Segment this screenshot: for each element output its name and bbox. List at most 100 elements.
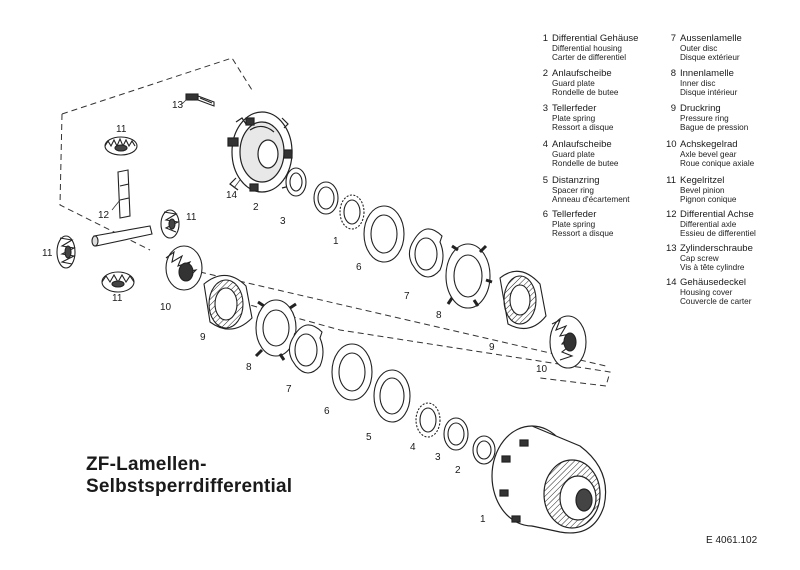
- legend-fr: Ressort a disque: [552, 229, 614, 239]
- legend-de: Distanzring: [552, 175, 600, 186]
- bevel-pinion-left: [56, 235, 76, 269]
- differential-housing: [491, 425, 607, 534]
- bevel-pinions: [56, 136, 180, 293]
- callout-11-left: 11: [42, 248, 53, 259]
- legend-en: Guard plate: [552, 78, 595, 88]
- legend-num: 3: [542, 103, 548, 114]
- legend-num: 10: [666, 139, 677, 150]
- legend-num: 1: [542, 33, 548, 44]
- axle-bevel-gear-right: [549, 315, 587, 369]
- legend-num: 7: [670, 33, 676, 44]
- pressure-ring-lower: [203, 274, 253, 330]
- diagram-title: ZF-Lamellen- Selbstsperrdifferential: [86, 454, 292, 498]
- legend-num: 13: [666, 243, 677, 254]
- legend-fr: Pignon conique: [680, 195, 737, 205]
- plate-spring-lower: [443, 417, 469, 451]
- legend-en: Plate spring: [552, 219, 596, 229]
- legend-de: Anlaufscheibe: [552, 139, 612, 150]
- guard-plate-toothed-lower: [415, 402, 441, 438]
- legend-en: Bevel pinion: [680, 185, 725, 195]
- callout-9-upper: 9: [489, 342, 495, 353]
- legend-en: Housing cover: [680, 287, 733, 297]
- dashed-assembly-frame: [59, 57, 611, 387]
- legend-fr: Essieu de differentiel: [680, 229, 756, 239]
- legend-de: Aussenlamelle: [680, 33, 742, 44]
- legend-num: 12: [666, 209, 677, 220]
- legend-en: Inner disc: [680, 78, 716, 88]
- document-number: E 4061.102: [706, 535, 758, 546]
- callout-3-upper: 3: [280, 216, 286, 227]
- lower-disc-stack: [165, 245, 496, 465]
- outer-disc-upper: [408, 228, 444, 278]
- cap-screw: [185, 93, 215, 107]
- title-line-2: Selbstsperrdifferential: [86, 476, 293, 497]
- legend-num: 6: [542, 209, 548, 220]
- legend-en: Axle bevel gear: [680, 149, 737, 159]
- guard-plate-lower: [472, 435, 496, 465]
- legend-num: 8: [670, 68, 676, 79]
- legend-en: Outer disc: [680, 43, 718, 53]
- bevel-pinion-bottom: [101, 271, 135, 293]
- legend-de: Achskegelrad: [680, 139, 738, 150]
- callout-5: 5: [366, 432, 372, 443]
- bevel-pinion-right: [160, 209, 180, 239]
- callout-13: 13: [172, 100, 184, 111]
- legend-fr: Disque extérieur: [680, 53, 740, 63]
- legend-de: Anlaufscheibe: [552, 68, 612, 79]
- legend-de: Zylinderschraube: [680, 243, 753, 254]
- legend-num: 9: [670, 103, 676, 114]
- legend-fr: Couvercle de carter: [680, 297, 752, 307]
- callout-labels: 13 11 14 2 3 1 12 11 11 11 6 10 7 8 9 9 …: [42, 100, 548, 525]
- legend-num: 2: [542, 68, 548, 79]
- upper-disc-stack: [285, 167, 587, 369]
- legend-en: Pressure ring: [680, 113, 729, 123]
- guard-plate-upper: [285, 167, 307, 197]
- legend-num: 4: [542, 139, 548, 150]
- legend-en: Cap screw: [680, 253, 719, 263]
- legend-fr: Carter de differentiel: [552, 53, 627, 63]
- callout-7-upper: 7: [404, 291, 410, 302]
- callout-12: 12: [98, 210, 110, 221]
- callout-11-top: 11: [116, 124, 127, 135]
- legend-de: Differential Achse: [680, 209, 754, 220]
- callout-10-left: 10: [160, 302, 172, 313]
- legend-de: Tellerfeder: [552, 209, 597, 220]
- callout-1-upper: 1: [333, 236, 339, 247]
- outer-disc-lower: [288, 324, 324, 374]
- legend-de: Kegelritzel: [680, 175, 725, 186]
- legend-de: Differential Gehäuse: [552, 33, 639, 44]
- housing-cover: [227, 111, 293, 193]
- plate-spring-upper: [313, 181, 339, 215]
- legend-num: 14: [666, 277, 677, 288]
- callout-4: 4: [410, 442, 416, 453]
- plate-spring-large-lower: [331, 343, 373, 401]
- legend-de: Innenlamelle: [680, 68, 734, 79]
- legend-fr: Roue conique axiale: [680, 159, 755, 169]
- callout-7-lower: 7: [286, 384, 292, 395]
- legend-en: Differential axle: [680, 219, 737, 229]
- legend-num: 5: [542, 175, 548, 186]
- callout-8-lower: 8: [246, 362, 252, 373]
- legend-fr: Anneau d'écartement: [552, 195, 630, 205]
- legend-fr: Disque intérieur: [680, 88, 738, 98]
- callout-11-bottom: 11: [112, 293, 123, 304]
- axle-bevel-gear-left: [165, 245, 203, 291]
- legend-fr: Bague de pression: [680, 123, 749, 133]
- legend-en: Guard plate: [552, 149, 595, 159]
- spacer-ring: [373, 369, 411, 423]
- callout-3-lower: 3: [435, 452, 441, 463]
- callout-8-upper: 8: [436, 310, 442, 321]
- inner-disc-upper: [445, 243, 493, 309]
- legend-fr: Vis à tête cylindre: [680, 263, 745, 273]
- legend-fr: Rondelle de butee: [552, 159, 619, 169]
- legend-en: Plate spring: [552, 113, 596, 123]
- legend-de: Druckring: [680, 103, 721, 114]
- legend-en: Spacer ring: [552, 185, 594, 195]
- title-line-1: ZF-Lamellen-: [86, 454, 207, 475]
- legend-de: Tellerfeder: [552, 103, 597, 114]
- callout-2-upper: 2: [253, 202, 259, 213]
- callout-2-lower: 2: [455, 465, 461, 476]
- plate-spring-large-upper: [363, 205, 405, 263]
- inner-disc-lower: [254, 299, 301, 361]
